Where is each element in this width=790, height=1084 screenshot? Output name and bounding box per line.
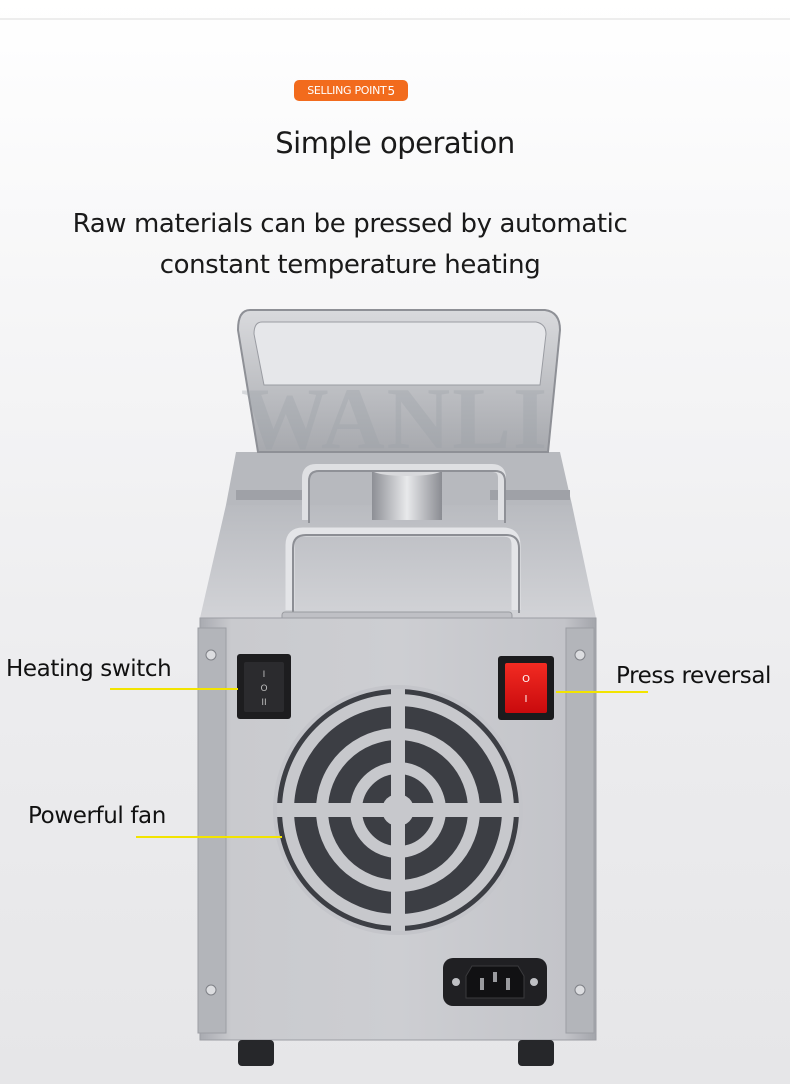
fan-grille [273,685,523,935]
heating-mark-i: I [263,670,266,680]
heating-mark-o: O [260,684,267,694]
seam-rail-right [490,490,570,500]
powerful-fan-leader [136,836,282,838]
badge-text: SELLING POINT [307,84,387,97]
heating-mark-ii: II [261,698,266,708]
right-side-rail [565,627,595,1034]
feed-tray-inner [253,321,547,386]
heating-switch-label: Heating switch [6,656,172,682]
heating-switch-leader [110,688,238,690]
left-side-rail [197,627,227,1034]
press-neck [372,470,442,520]
seam-rail-left [236,490,306,500]
page-title: Simple operation [275,126,515,160]
power-inlet[interactable] [443,958,547,1006]
oil-press-machine-illustration: I O II O I WANLI [197,309,597,1066]
badge-number: 5 [387,83,395,98]
machine-top-deck [200,505,596,618]
press-reversal-label: Press reversal [616,663,772,689]
top-divider [0,18,790,20]
heating-switch[interactable]: I O II [237,654,291,719]
powerful-fan-label: Powerful fan [28,803,166,829]
foot-left [238,1040,274,1066]
reversal-mark-i: I [525,694,528,705]
selling-point-badge: SELLING POINT 5 [294,80,408,101]
brand-watermark: WANLI [241,371,549,468]
press-reversal-switch[interactable]: O I [498,656,554,720]
page-subtitle: Raw materials can be pressed by automati… [72,209,628,280]
front-handle [285,527,521,610]
foot-right [518,1040,554,1066]
press-reversal-leader [556,691,648,693]
reversal-mark-o: O [522,674,530,685]
